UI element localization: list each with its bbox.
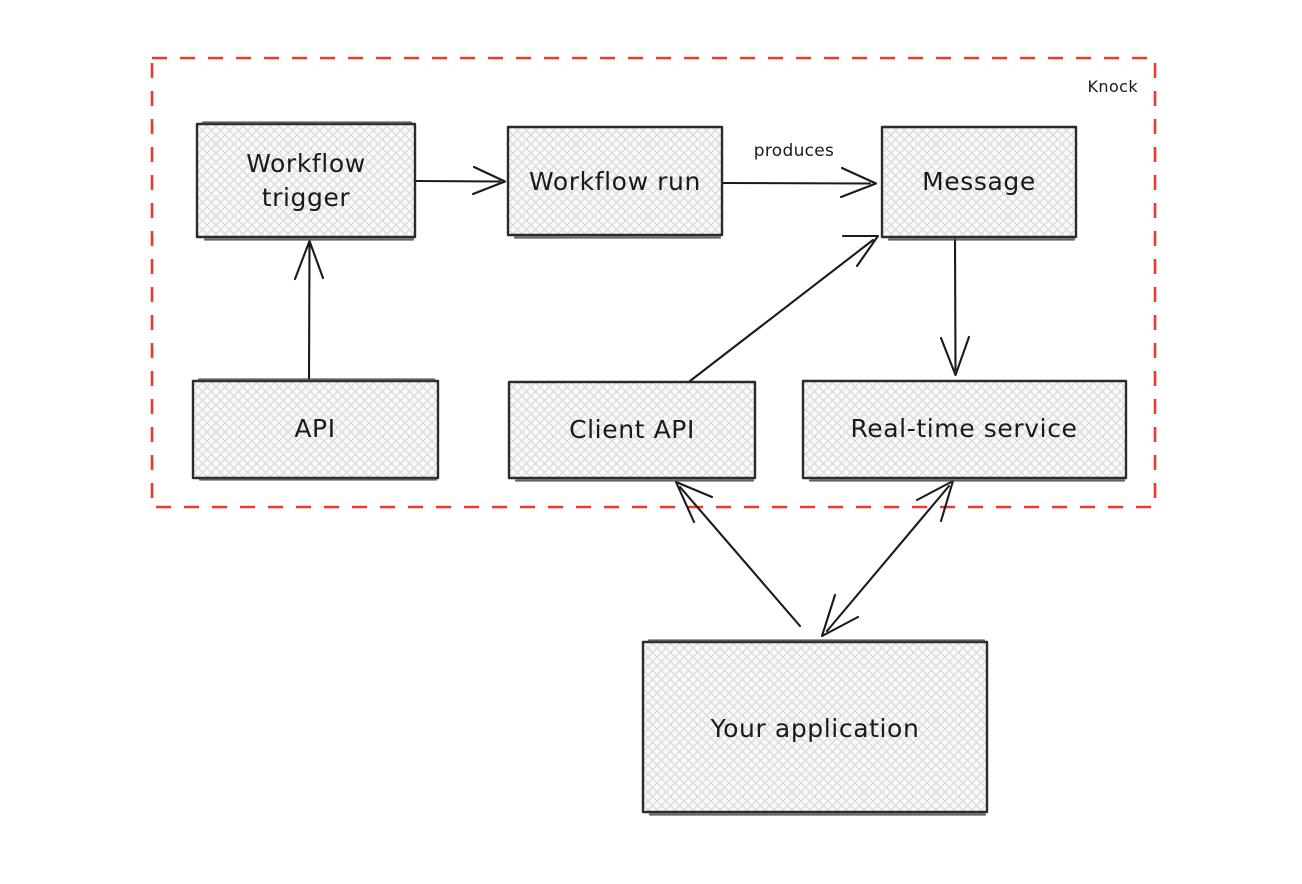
node-your-application-label: Your application <box>710 714 920 743</box>
node-client-api-rect <box>507 380 757 480</box>
node-workflow-run[interactable]: Workflow run <box>506 125 724 239</box>
node-workflow-run-rect <box>506 125 724 237</box>
node-workflow-trigger-label-line2: trigger <box>262 183 351 212</box>
node-your-application[interactable]: Your application <box>641 639 989 816</box>
edge-trigger-to-run <box>414 165 507 196</box>
edge-message-to-realtime <box>939 237 971 377</box>
node-workflow-trigger-rect <box>195 122 417 239</box>
node-workflow-run-label: Workflow run <box>529 167 701 196</box>
node-api[interactable]: API <box>191 378 440 481</box>
node-api-label: API <box>294 414 335 443</box>
edge-run-to-message: produces <box>721 141 878 199</box>
node-message-label: Message <box>922 167 1036 196</box>
edge-label-produces: produces <box>754 141 834 161</box>
node-workflow-trigger-label-line1: Workflow <box>246 149 366 178</box>
node-client-api[interactable]: Client API <box>507 380 757 482</box>
node-api-rect <box>191 379 440 480</box>
node-client-api-label: Client API <box>569 415 695 444</box>
node-your-application-rect <box>641 640 989 814</box>
node-workflow-trigger[interactable]: Workflow trigger <box>195 121 417 241</box>
node-real-time-service-rect <box>801 379 1128 480</box>
node-message[interactable]: Message <box>880 125 1078 241</box>
edge-api-to-trigger <box>293 239 325 382</box>
knock-boundary: Knock <box>150 56 1157 509</box>
edge-client-api-to-message <box>688 234 880 383</box>
edge-app-to-client-api <box>674 480 802 628</box>
knock-boundary-label: Knock <box>1088 77 1139 96</box>
node-real-time-service-label: Real-time service <box>850 414 1077 443</box>
node-message-rect <box>880 125 1078 239</box>
edge-realtime-and-app <box>820 479 955 638</box>
node-real-time-service[interactable]: Real-time service <box>801 379 1128 482</box>
